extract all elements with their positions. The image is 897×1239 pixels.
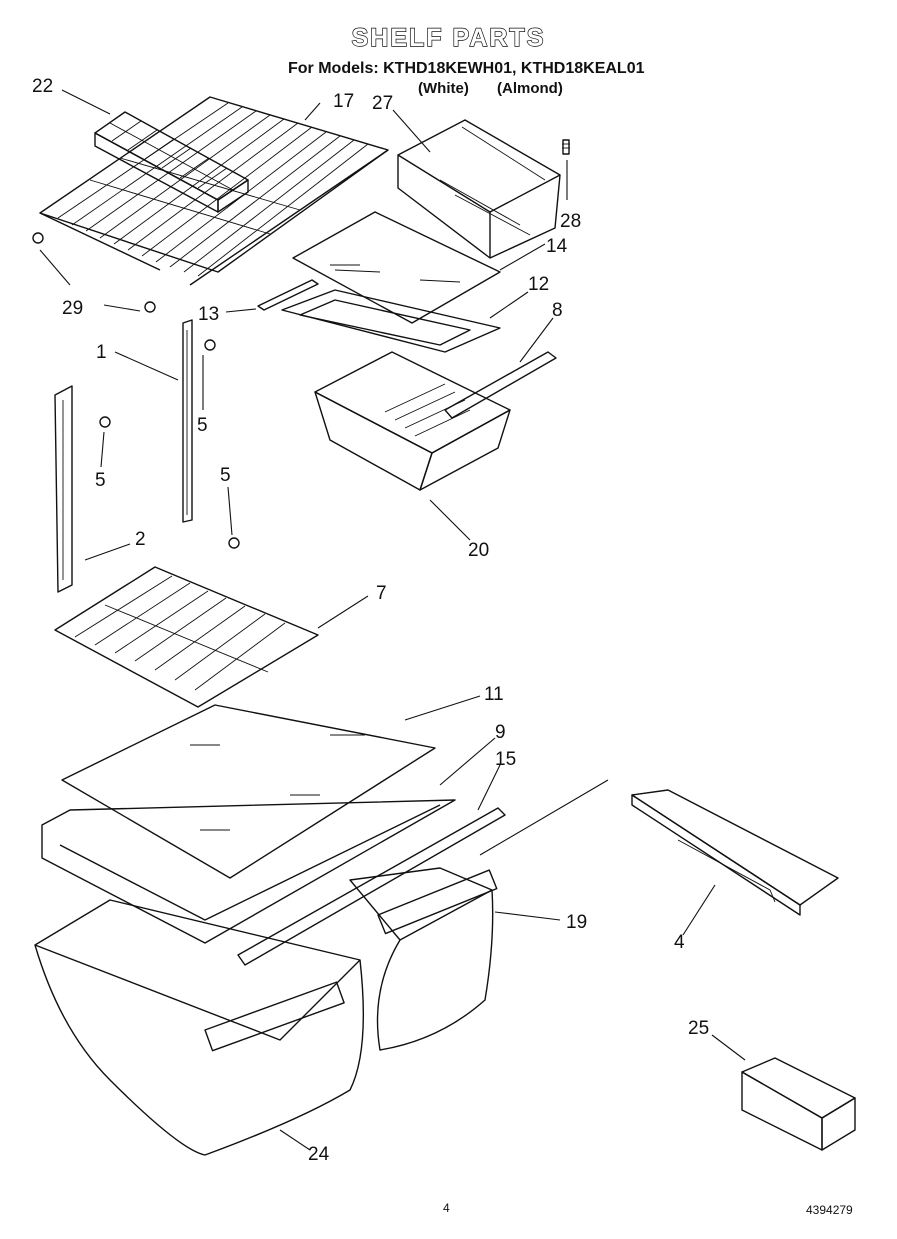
callout-22: 22 xyxy=(32,76,53,97)
part-22-ice-tray xyxy=(94,111,249,213)
callout-13: 13 xyxy=(198,304,219,325)
page-title: SHELF PARTS xyxy=(351,23,546,52)
part-13-rail xyxy=(257,279,319,311)
part-15-rail xyxy=(237,807,506,966)
callout-7: 7 xyxy=(376,583,387,604)
callout-24: 24 xyxy=(308,1144,330,1165)
callout-4: 4 xyxy=(674,932,685,953)
models-line: For Models: KTHD18KEWH01, KTHD18KEAL01 xyxy=(288,60,645,77)
part-8-rail xyxy=(444,351,557,419)
callout-25: 25 xyxy=(688,1018,709,1039)
callout-27: 27 xyxy=(372,93,393,114)
callout-9: 9 xyxy=(495,722,506,743)
callout-28: 28 xyxy=(560,211,581,232)
callout-5c: 5 xyxy=(220,465,231,486)
callout-5a: 5 xyxy=(197,415,208,436)
callout-19: 19 xyxy=(566,912,587,933)
page-number: 4 xyxy=(443,1201,450,1215)
part-9-frame xyxy=(41,799,456,944)
part-19-drawer xyxy=(349,867,498,1051)
callout-17: 17 xyxy=(333,91,354,112)
callout-5b: 5 xyxy=(95,470,106,491)
part-1-ladder xyxy=(182,319,193,523)
part-5-screws xyxy=(99,339,240,549)
callout-15: 15 xyxy=(495,749,516,770)
part-25-bin xyxy=(741,1057,856,1151)
callout-1: 1 xyxy=(96,342,107,363)
part-28-screw xyxy=(562,139,570,155)
document-number: 4394279 xyxy=(806,1203,853,1217)
callout-11: 11 xyxy=(484,684,504,705)
callout-14: 14 xyxy=(546,236,568,257)
part-27-basket xyxy=(397,119,561,259)
part-17-wire-shelf xyxy=(39,96,389,286)
part-14-glass xyxy=(292,211,501,324)
variant-almond: (Almond) xyxy=(497,80,563,97)
part-24-drawer xyxy=(34,899,365,1156)
callout-12: 12 xyxy=(528,274,549,295)
callout-20: 20 xyxy=(468,540,489,561)
leader-lines xyxy=(39,89,746,1151)
part-4-cover xyxy=(631,789,839,916)
part-29-fastener xyxy=(32,232,156,313)
variant-white: (White) xyxy=(418,80,469,97)
callout-29: 29 xyxy=(62,298,83,319)
part-2-ladder xyxy=(54,385,73,593)
part-12-frame xyxy=(281,289,501,353)
callout-2: 2 xyxy=(135,529,146,550)
part-7-wire-shelf xyxy=(54,566,319,708)
part-20-drawer xyxy=(314,351,511,491)
part-11-glass xyxy=(61,704,436,879)
callout-8: 8 xyxy=(552,300,563,321)
callout-labels: 22 17 27 28 14 29 13 12 8 1 5 5 5 20 2 7… xyxy=(32,76,709,1165)
